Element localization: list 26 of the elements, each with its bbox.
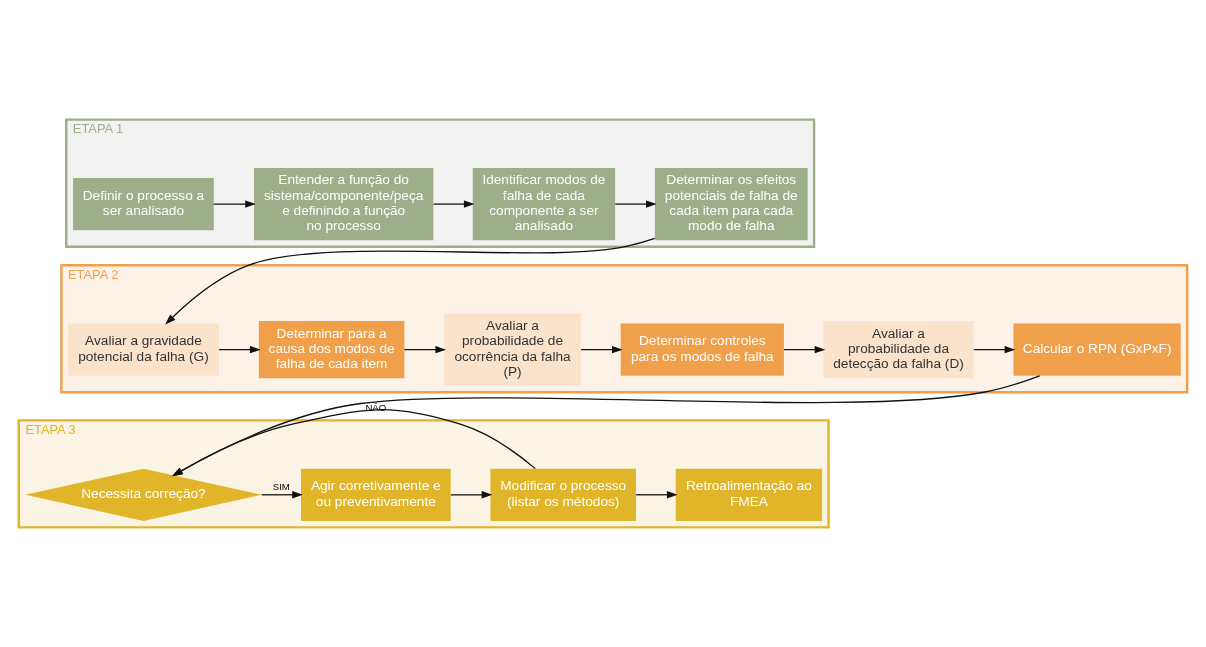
arrow — [783, 345, 826, 354]
arrow — [580, 345, 623, 354]
node-box: Definir o processo a ser analisado — [73, 177, 214, 231]
node-box: Determinar controles para os modos de falha — [620, 323, 784, 376]
arrow — [165, 237, 656, 325]
node-box: Entender a função do sistema/componente/peça e definindo a função no processo — [254, 167, 434, 241]
arrow — [450, 491, 493, 499]
node-box: Agir corretivamente e ou preventivamente — [301, 468, 451, 521]
node-box: Modificar o processo (listar os métodos) — [490, 468, 636, 521]
node-box: Avaliar a probabilidade de ocorrência da falha (P) — [444, 313, 581, 386]
arrow — [432, 200, 475, 208]
node-box: Calcular o RPN (GxPxF) — [1013, 323, 1181, 376]
edge-label: SIM — [272, 480, 290, 492]
node-box: Retroalimentação ao FMEA — [675, 468, 823, 521]
node-box: Avaliar a probabilidade da detecção da falha (D) — [823, 321, 974, 379]
node-box: Identificar modos de falha de cada componente a ser analisado — [472, 167, 616, 241]
arrow — [261, 491, 303, 499]
node-box: Avaliar a gravidade potencial da falha (G) — [67, 323, 219, 376]
node-box: Determinar os efeitos potenciais de falha de cada item para cada modo de falha — [654, 167, 808, 241]
arrow — [218, 345, 261, 354]
arrow — [213, 200, 256, 208]
arrow — [973, 345, 1016, 354]
arrow — [635, 491, 678, 499]
arrow — [614, 200, 657, 208]
arrow — [403, 345, 447, 354]
node-box: Determinar para a causa dos modos de falha de cada item — [258, 321, 405, 379]
